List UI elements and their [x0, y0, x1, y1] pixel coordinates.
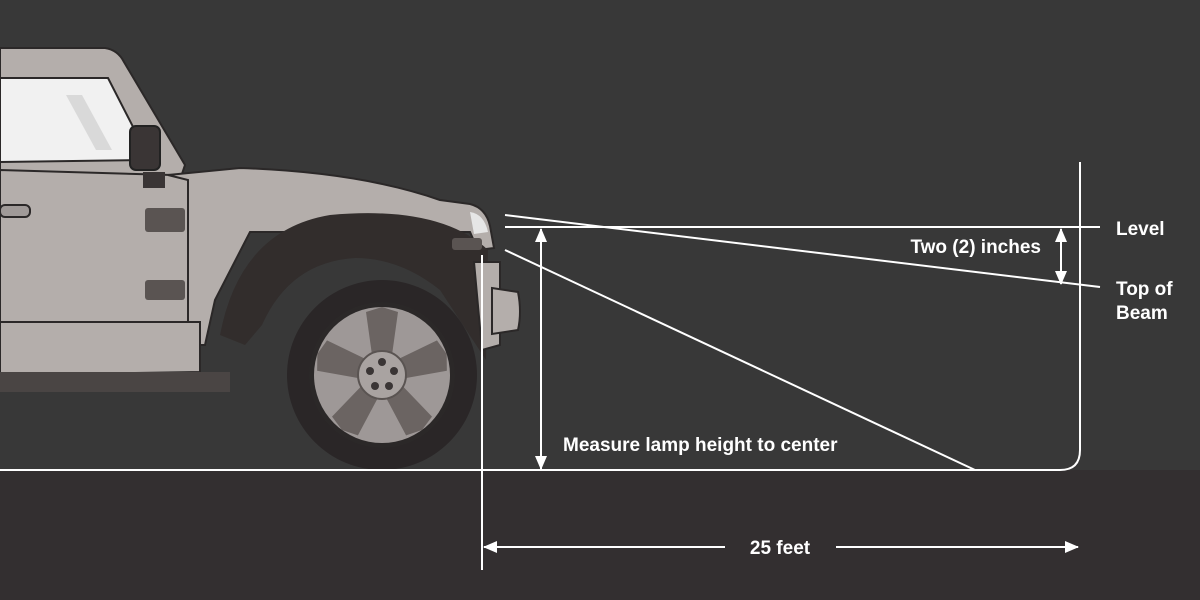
ground-floor [0, 470, 1200, 600]
top-of-beam-line [504, 214, 1101, 288]
level-label: Level [1116, 219, 1165, 240]
distance-label: 25 feet [750, 538, 811, 559]
lower-beam-line [504, 249, 976, 471]
vehicle-illustration [0, 47, 521, 470]
ground-and-wall-line [0, 162, 1081, 471]
top-of-beam-label-line1: Top of [1116, 279, 1173, 300]
measurement-lines [0, 162, 1101, 570]
two-inches-label: Two (2) inches [910, 237, 1041, 258]
top-of-beam-label-line2: Beam [1116, 303, 1168, 324]
measure-lamp-label: Measure lamp height to center [563, 435, 838, 456]
